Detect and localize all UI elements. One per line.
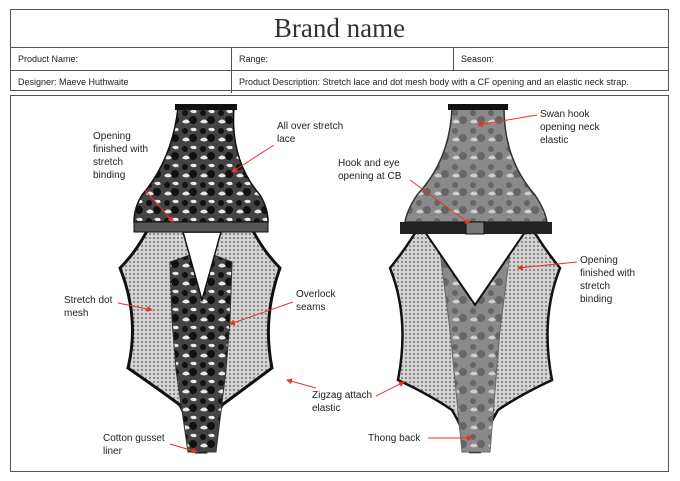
arrow-front-overlock (229, 301, 294, 326)
arrow-front-gusset (169, 443, 198, 454)
label-front-gusset: Cotton gusset liner (103, 433, 168, 457)
label-front-zigzag: Zigzag attach elastic (312, 390, 375, 414)
brand-name: Brand name (11, 10, 668, 48)
front-neck-band (175, 104, 237, 110)
label-front-opening-binding: Opening finished with stretch binding (93, 131, 151, 181)
arrow-back-zigzag (375, 381, 405, 397)
designer-field: Designer: Maeve Huthwaite (18, 77, 129, 87)
season-field: Season: (453, 48, 668, 70)
label-back-hook-eye: Hook and eye opening at CB (338, 158, 403, 182)
front-view-sketch (118, 104, 282, 454)
label-back-opening-binding: Opening finished with stretch binding (580, 255, 638, 305)
back-upper-lace (404, 107, 548, 223)
product-name-field: Product Name: (18, 54, 79, 64)
back-annotations: Swan hook opening neck elastic Hook and … (338, 109, 638, 444)
arrow-front-lace (231, 144, 275, 173)
arrow-front-zigzag (286, 378, 317, 389)
arrow-back-swan-hook (477, 114, 538, 128)
back-neck-band (448, 104, 508, 110)
designer-row: Designer: Maeve Huthwaite Product Descri… (11, 71, 668, 93)
label-back-thong: Thong back (368, 433, 421, 444)
range-field: Range: (231, 48, 453, 70)
back-hook-eye-closure (465, 221, 485, 235)
product-info-row: Product Name: Range: Season: (11, 48, 668, 71)
description-field: Product Description: Stretch lace and do… (231, 71, 668, 93)
front-bodice-lace (133, 107, 269, 233)
arrow-back-opening-binding (517, 261, 578, 271)
arrow-front-opening-binding (144, 189, 174, 223)
flat-sketch-panel (10, 95, 669, 472)
back-view-sketch (388, 104, 562, 454)
label-front-overlock: Overlock seams (296, 289, 338, 313)
label-front-dot-mesh: Stretch dot mesh (64, 295, 115, 319)
header-table: Brand name Product Name: Range: Season: … (10, 9, 669, 93)
label-front-lace: All over stretch lace (277, 121, 346, 145)
arrow-back-hook-eye (409, 179, 471, 225)
front-underbust-band (133, 221, 269, 233)
label-back-swan-hook: Swan hook opening neck elastic (540, 109, 602, 146)
arrow-front-dot-mesh (117, 302, 153, 312)
front-annotations: Opening finished with stretch binding Al… (64, 121, 375, 457)
